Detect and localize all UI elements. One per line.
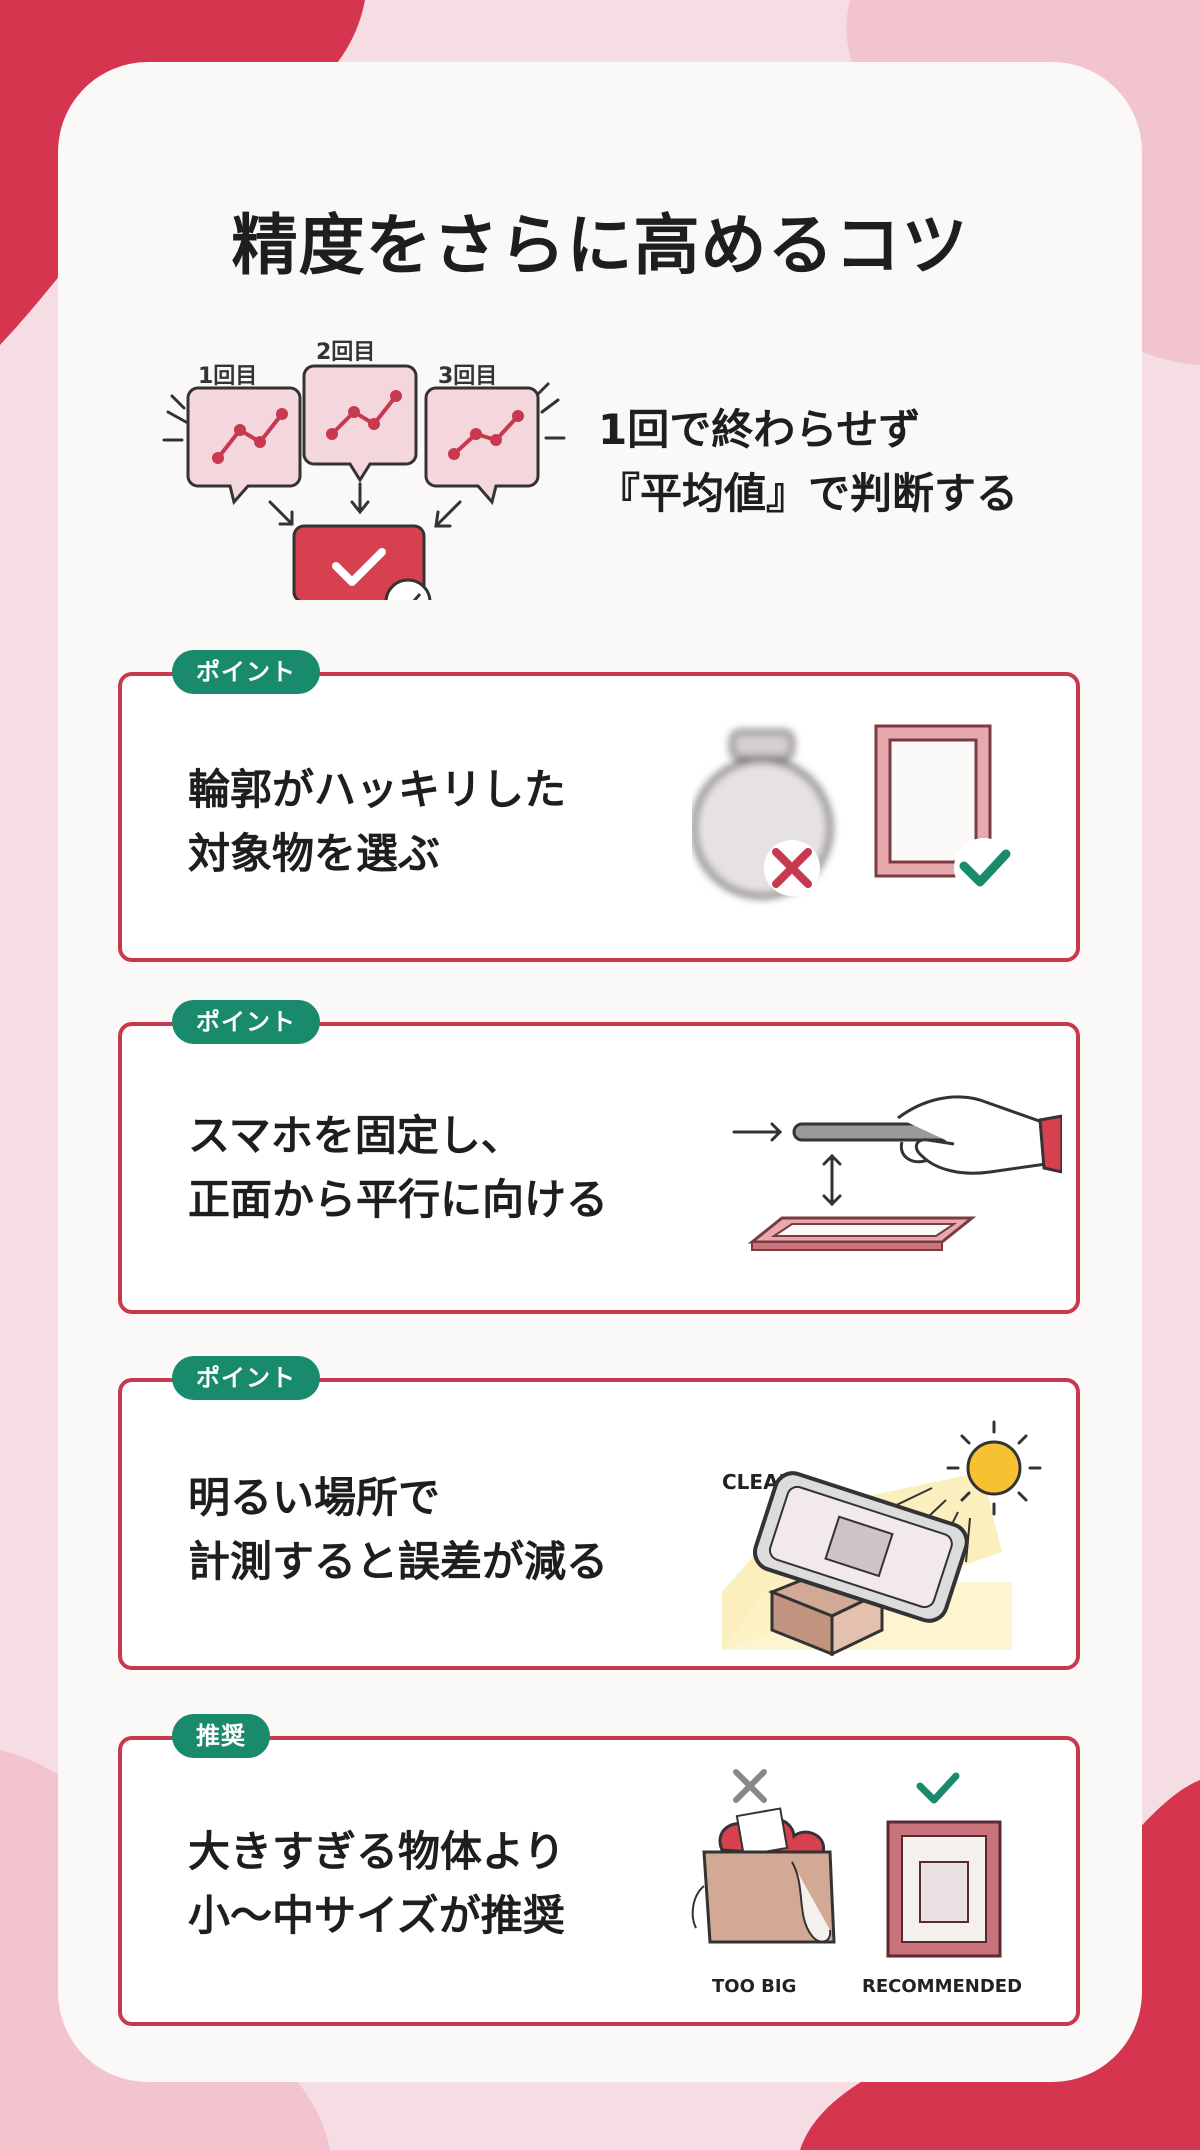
round-label-3: 3回目 (438, 364, 498, 389)
too-big-label: TOO BIG (712, 1976, 797, 1997)
point-badge: ポイント (172, 1000, 320, 1044)
double-arrow-vertical-icon (822, 1153, 842, 1207)
chart-bubble-3-icon (424, 386, 540, 506)
round-label-2: 2回目 (316, 340, 376, 365)
overflowing-box-icon (691, 1807, 836, 1944)
outline-comparison-icon (692, 724, 1014, 899)
cross-mark-icon (733, 1769, 767, 1803)
point-badge: ポイント (172, 650, 320, 694)
tip-line-2: 正面から平行に向ける (188, 1175, 609, 1224)
sun-icon (946, 1420, 1042, 1516)
arrow-right-icon (732, 1122, 783, 1142)
size-comparison-icon (691, 1769, 1002, 1958)
recommended-label: RECOMMENDED (862, 1976, 1023, 1997)
chart-bubble-1-icon (186, 386, 302, 506)
page-title: 精度をさらに高めるコツ (231, 207, 969, 284)
tip-line-2: 対象物を選ぶ (188, 829, 441, 878)
hand-holding-phone-icon (792, 1095, 1062, 1175)
phone-on-box-icon (753, 1471, 969, 1657)
point-badge: ポイント (172, 1356, 320, 1400)
recommend-badge: 推奨 (172, 1714, 270, 1758)
picture-frame-icon (886, 1820, 1002, 1958)
round-label-1: 1回目 (198, 364, 258, 389)
hero-line-1: 1回で終わらせず (598, 405, 921, 454)
result-check-bubble-icon (292, 524, 432, 600)
tip-line-1: 明るい場所で (188, 1473, 441, 1522)
tip-line-1: 大きすぎる物体より (188, 1827, 566, 1876)
hero-line-2: 『平均値』で判断する (598, 469, 1019, 518)
tip-card-outline: 推奨 大きすぎる物体より 小〜中サイズが推奨 TOO BIG RECOMMEND… (118, 1714, 1080, 2026)
chart-bubble-2-icon (302, 364, 418, 483)
hero-message: 1回で終わらせず 『平均値』で判断する (598, 398, 1018, 526)
flat-frame-icon (747, 1216, 977, 1251)
tip-card-outline: ポイント 輪郭がハッキリした 対象物を選ぶ (118, 650, 1080, 962)
tip-line-2: 計測すると誤差が減る (188, 1537, 609, 1586)
tip-text: スマホを固定し、 正面から平行に向ける (188, 1104, 608, 1232)
cross-mark-icon (764, 840, 820, 896)
tip-card-outline: ポイント スマホを固定し、 正面から平行に向ける (118, 1000, 1080, 1314)
tip-line-1: スマホを固定し、 (188, 1111, 523, 1160)
check-mark-icon (916, 1772, 960, 1804)
tip-card-outline: ポイント 明るい場所で 計測すると誤差が減る CLEAR (118, 1356, 1080, 1670)
tip-text: 明るい場所で 計測すると誤差が減る (188, 1466, 608, 1594)
parallel-phone-icon (732, 1095, 1062, 1251)
tip-line-2: 小〜中サイズが推奨 (188, 1891, 565, 1940)
tip-line-1: 輪郭がハッキリした (188, 765, 567, 814)
tip-text: 大きすぎる物体より 小〜中サイズが推奨 (188, 1820, 565, 1948)
bright-place-icon (722, 1420, 1042, 1657)
check-mark-icon (954, 838, 1014, 898)
tip-text: 輪郭がハッキリした 対象物を選ぶ (188, 758, 566, 886)
average-chart-icon (162, 364, 566, 600)
